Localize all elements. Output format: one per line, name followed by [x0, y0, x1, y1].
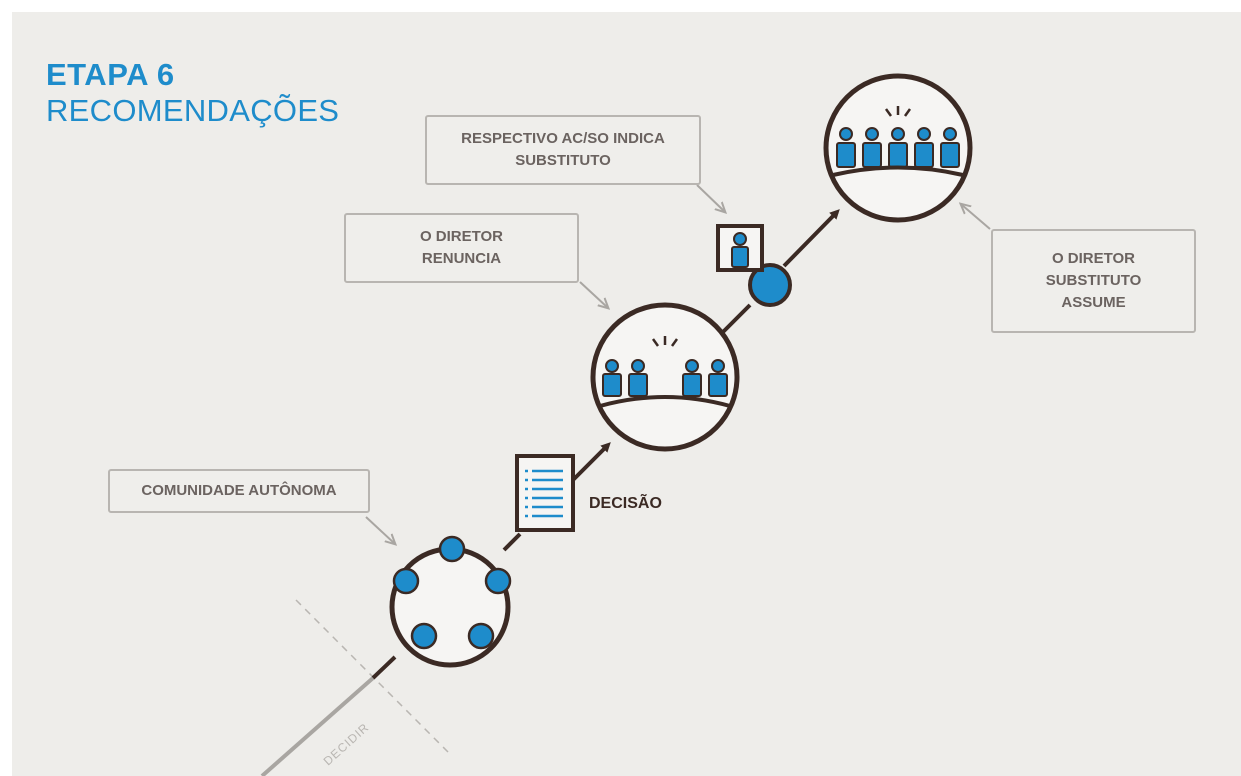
callout-substitute-assumes-text: O DIRETOR SUBSTITUTO ASSUME: [1045, 250, 1142, 311]
decision-document-icon: [515, 454, 575, 532]
member-dot: [438, 535, 466, 563]
incoming-line: [260, 676, 375, 776]
connector-arrow-2: [782, 209, 840, 268]
member-dot: [467, 622, 495, 650]
member-dot: [484, 567, 512, 595]
callout-substitute-assumes: O DIRETOR SUBSTITUTO ASSUME: [991, 229, 1196, 333]
board-resigns-circle: [590, 302, 740, 452]
member-dot: [410, 622, 438, 650]
board-complete-circle: [823, 73, 973, 223]
step-subtitle: RECOMENDAÇÕES: [46, 93, 340, 128]
callout-autonomous-community: COMUNIDADE AUTÔNOMA: [108, 469, 370, 513]
callout-director-resigns: O DIRETOR RENUNCIA: [344, 213, 579, 283]
decide-label: DECIDIR: [321, 720, 372, 768]
pointer-arrow-resigns: [579, 281, 607, 307]
callout-ac-so-indicates: RESPECTIVO AC/SO INDICA SUBSTITUTO: [425, 115, 701, 185]
decide-boundary-line: [295, 599, 449, 753]
callout-director-resigns-text: O DIRETOR RENUNCIA: [419, 228, 504, 267]
process-diagram: DECIDIR: [260, 73, 991, 776]
step-title: ETAPA 6: [46, 57, 175, 92]
pointer-arrow-indicates: [696, 184, 724, 211]
member-dot: [392, 567, 420, 595]
community-circle: [389, 535, 512, 668]
substitute-indicator-icon: [716, 224, 792, 307]
pointer-arrow-community: [365, 516, 394, 543]
connector-line-2: [502, 532, 522, 552]
callout-ac-so-indicates-text: RESPECTIVO AC/SO INDICA SUBSTITUTO: [461, 130, 665, 169]
callout-autonomous-community-text: COMUNIDADE AUTÔNOMA: [141, 482, 337, 499]
diagram-canvas: ETAPA 6 RECOMENDAÇÕES DECIDIR: [12, 12, 1241, 776]
pointer-arrow-assumes: [962, 205, 991, 230]
title-block: ETAPA 6 RECOMENDAÇÕES: [46, 58, 339, 130]
decision-label: DECISÃO: [589, 495, 662, 512]
connector-line-1: [371, 655, 397, 680]
